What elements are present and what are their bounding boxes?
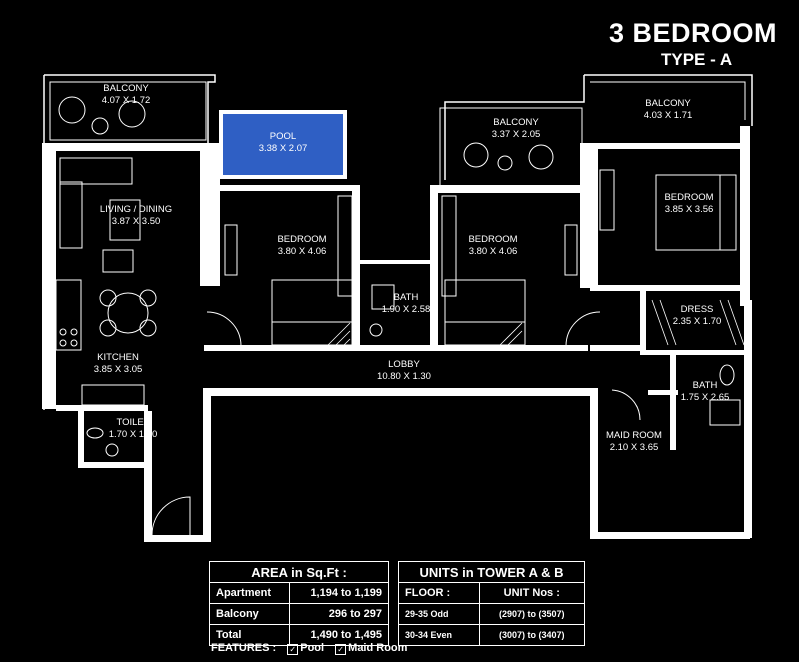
balcony-left-outline bbox=[49, 81, 207, 141]
feature-maid-room: Maid Room bbox=[348, 642, 408, 654]
table-row: Apartment 1,194 to 1,199 bbox=[209, 582, 390, 604]
units-column-header: UNIT Nos : bbox=[478, 582, 586, 604]
area-value: 1,490 to 1,495 bbox=[288, 624, 390, 646]
floor-range: 29-35 Odd bbox=[398, 603, 480, 625]
features-label: FEATURES : bbox=[211, 642, 277, 654]
checkbox-icon: ✓ bbox=[335, 644, 347, 655]
table-header-row: FLOOR : UNIT Nos : bbox=[398, 582, 586, 604]
unit-range: (2907) to (3507) bbox=[478, 603, 586, 625]
floor-column-header: FLOOR : bbox=[398, 582, 480, 604]
area-value: 296 to 297 bbox=[288, 603, 390, 625]
furniture bbox=[55, 96, 741, 536]
plan-subtitle: TYPE - A bbox=[661, 50, 733, 69]
stair-hatch bbox=[327, 299, 745, 346]
units-table: UNITS in TOWER A & B FLOOR : UNIT Nos : … bbox=[398, 561, 586, 646]
table-row: 30-34 Even (3007) to (3407) bbox=[398, 624, 586, 646]
area-label: Total bbox=[209, 624, 290, 646]
units-table-heading: UNITS in TOWER A & B bbox=[398, 561, 585, 583]
walls bbox=[42, 126, 752, 542]
features-line: FEATURES : ✓Pool ✓Maid Room bbox=[211, 642, 407, 655]
table-row: 29-35 Odd (2907) to (3507) bbox=[398, 603, 586, 625]
table-row: Total 1,490 to 1,495 bbox=[209, 624, 390, 646]
area-table: AREA in Sq.Ft : Apartment 1,194 to 1,199… bbox=[209, 561, 390, 646]
area-label: Balcony bbox=[209, 603, 290, 625]
plan-title: 3 BEDROOM bbox=[608, 18, 777, 48]
floor-range: 30-34 Even bbox=[398, 624, 480, 646]
area-value: 1,194 to 1,199 bbox=[288, 582, 390, 604]
feature-pool: Pool bbox=[300, 642, 325, 654]
pool-area bbox=[219, 110, 347, 179]
area-label: Apartment bbox=[209, 582, 290, 604]
checkbox-icon: ✓ bbox=[287, 644, 299, 655]
unit-range: (3007) to (3407) bbox=[478, 624, 586, 646]
table-row: Balcony 296 to 297 bbox=[209, 603, 390, 625]
area-table-heading: AREA in Sq.Ft : bbox=[209, 561, 389, 583]
